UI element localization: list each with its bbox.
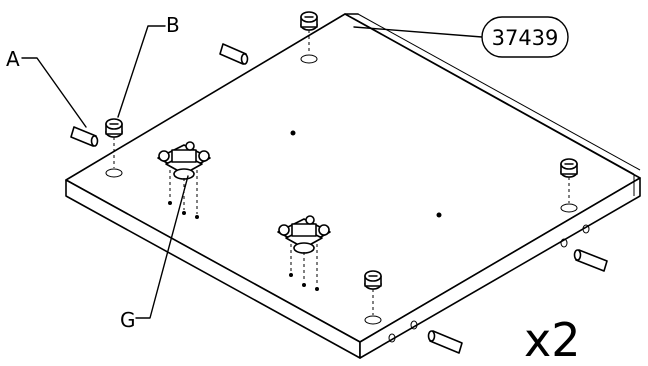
- hinge-plate-icon: [277, 215, 331, 291]
- panel-top-face: [65, 13, 641, 343]
- edge-hole-4: [410, 320, 418, 330]
- hinge-plate-icon: [157, 141, 211, 219]
- hinge-plate-group: [157, 141, 331, 291]
- cam-lock-icon: [364, 270, 382, 325]
- quantity-label: x2: [524, 313, 581, 362]
- leader-b: [117, 25, 166, 118]
- leader-g: [135, 175, 189, 319]
- cam-lock-icon: [300, 11, 318, 64]
- part-number-bubble: [481, 16, 569, 58]
- groove-line-1: [357, 13, 641, 171]
- edge-hole-3: [388, 333, 396, 343]
- edge-hole-1: [560, 238, 568, 248]
- dowel-group: [70, 43, 608, 354]
- panel-board: [65, 13, 641, 359]
- wooden-dowel-icon: [573, 249, 608, 272]
- wooden-dowel-icon: [219, 43, 249, 65]
- panel-front-right-edge: [359, 177, 641, 359]
- cam-lock-icon: [105, 118, 123, 178]
- label-a: A: [6, 47, 20, 71]
- wooden-dowel-icon: [70, 126, 99, 147]
- cam-lock-group: [105, 11, 578, 325]
- edge-hole-2: [582, 224, 590, 234]
- groove-line-2: [352, 17, 635, 175]
- leader-part-number: [353, 26, 483, 38]
- part-number: 37439: [492, 26, 559, 50]
- wooden-dowel-icon: [427, 330, 463, 354]
- label-b: B: [166, 13, 180, 37]
- center-hole-2: [436, 212, 442, 218]
- cam-lock-icon: [560, 158, 578, 213]
- leader-a: [21, 57, 87, 128]
- center-hole-1: [290, 130, 296, 136]
- label-g: G: [120, 308, 136, 332]
